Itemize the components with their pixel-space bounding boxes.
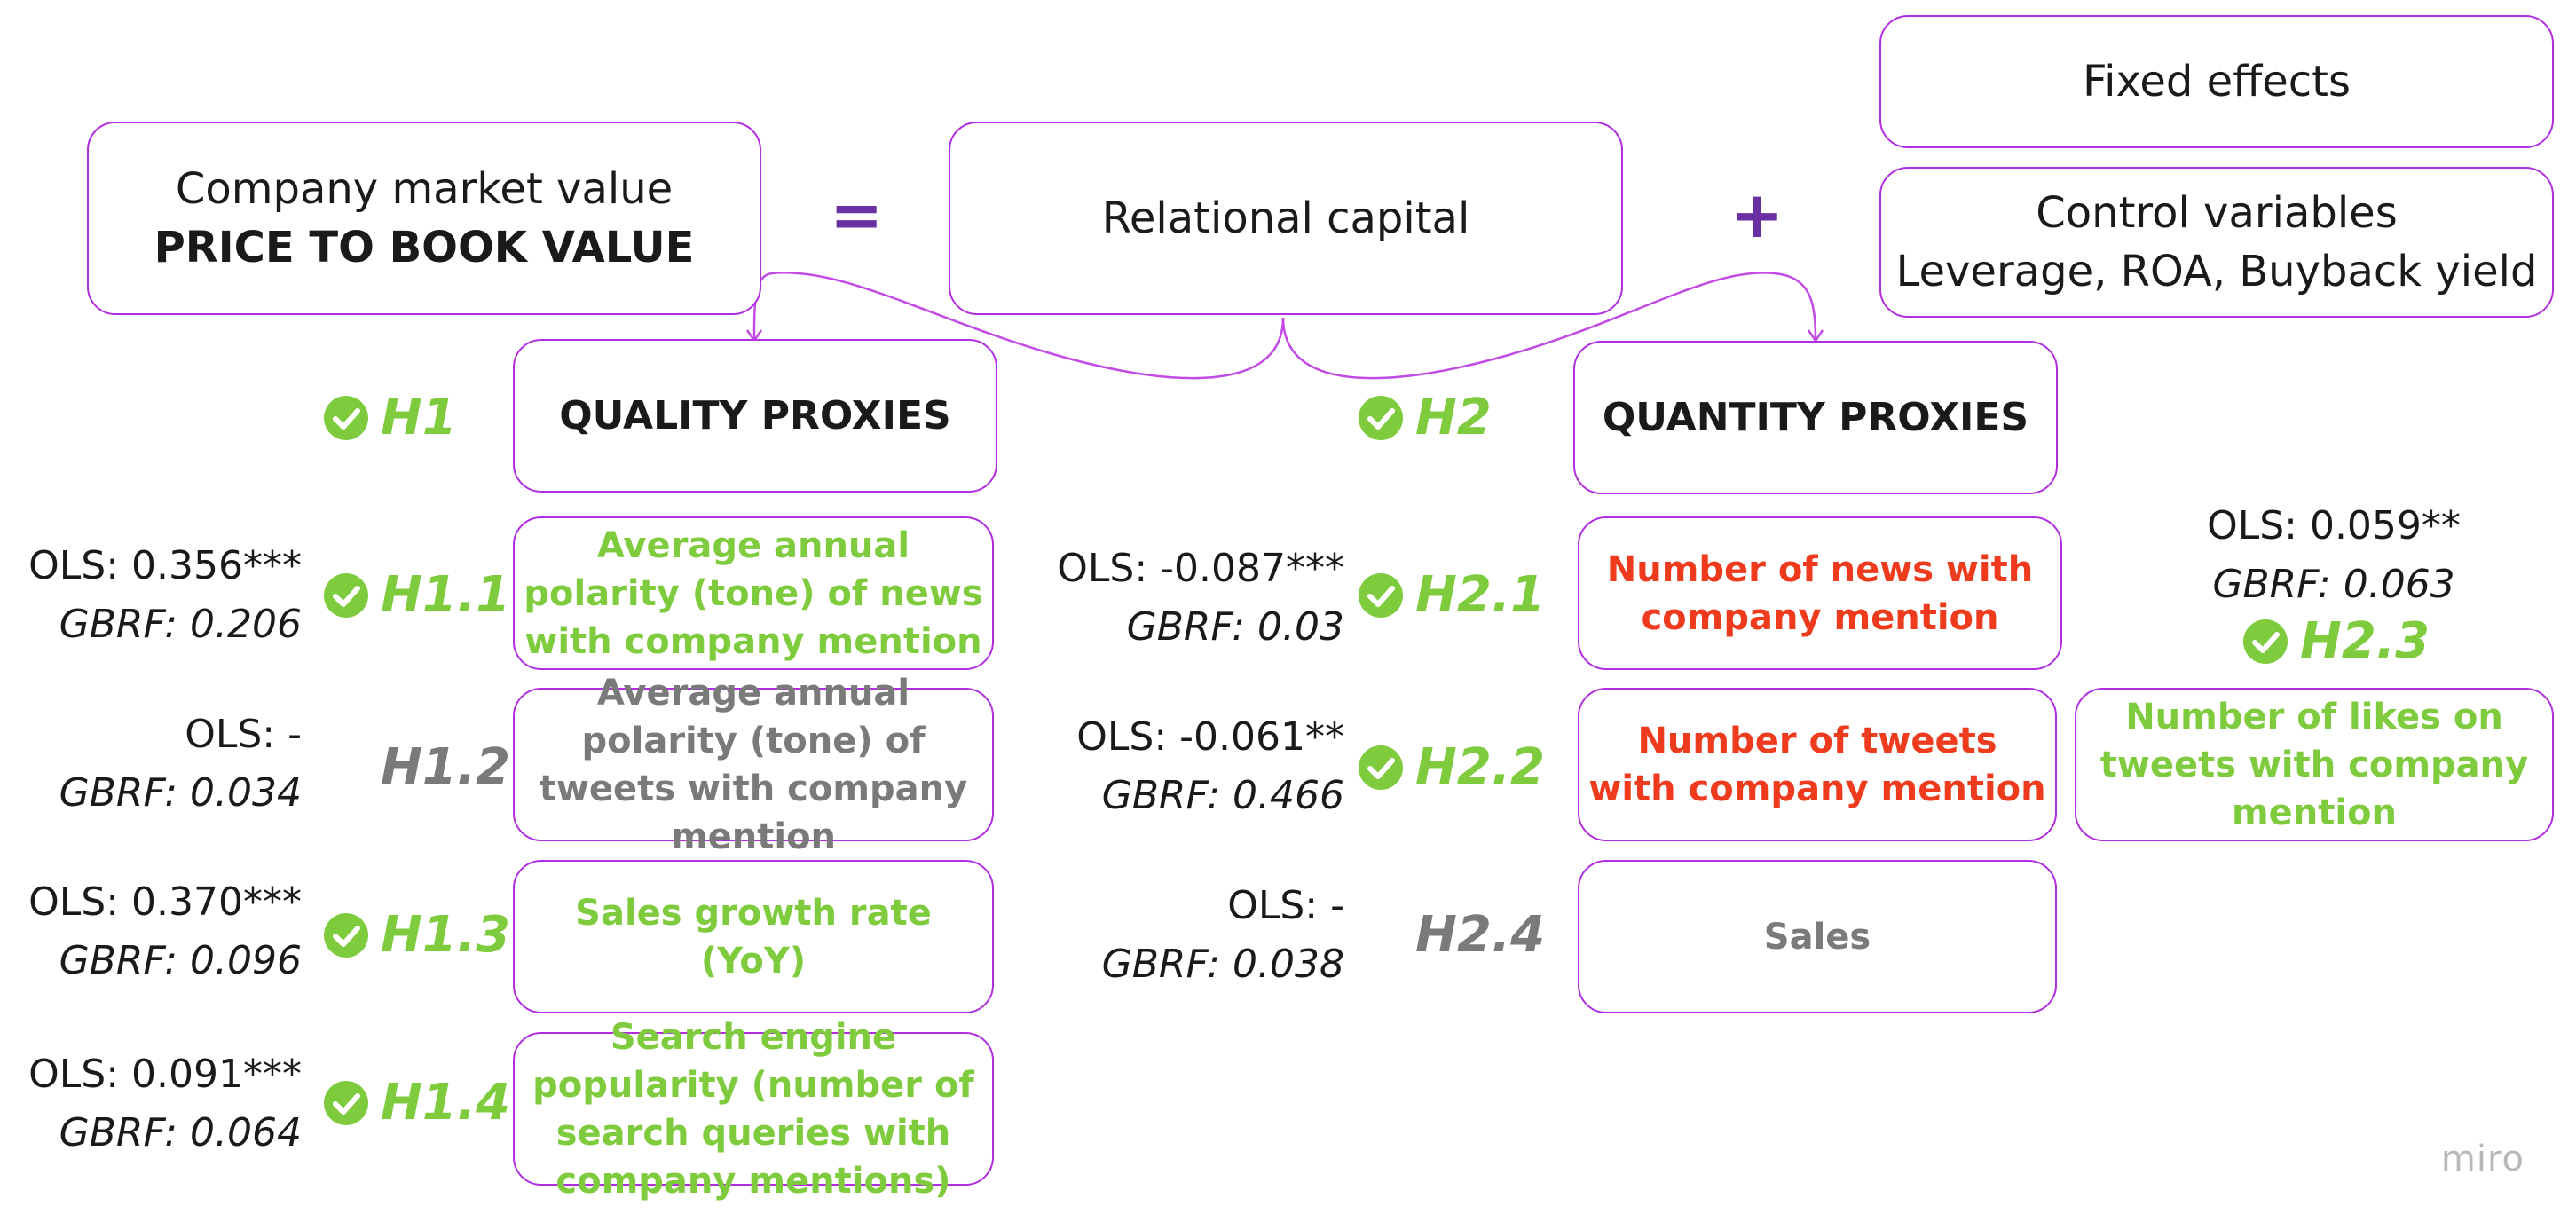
connector-to-quality [752, 272, 1285, 380]
hypothesis-h2: H2 [1359, 389, 1492, 446]
check-circle-icon [2243, 619, 2288, 664]
hypothesis-h1: H1 [324, 389, 457, 446]
control-variables-box: Control variables Leverage, ROA, Buyback… [1879, 167, 2554, 318]
quantity-proxies-box: QUANTITY PROXIES [1573, 341, 2058, 494]
h2-1-gbrf: GBRF: 0.03 [1126, 604, 1344, 650]
hypothesis-h1-1: H1.1 [324, 566, 510, 624]
proxy-tweet-count-label: Number of tweets with company mention [1588, 720, 2046, 809]
h2-3-ols: OLS: 0.059** [2207, 503, 2461, 548]
hypothesis-h1-2: H1.2 [381, 738, 510, 796]
miro-watermark: miro [2440, 1139, 2525, 1179]
h2-4-stats: OLS: - GBRF: 0.038 [1102, 877, 1344, 994]
hypothesis-h2-2-label: H2.2 [1415, 738, 1546, 796]
h1-2-stats: OLS: - GBRF: 0.034 [59, 706, 302, 823]
relational-capital-box: Relational capital [949, 122, 1623, 315]
hypothesis-h1-1-label: H1.1 [381, 566, 511, 624]
proxy-tweet-count: Number of tweets with company mention [1578, 688, 2057, 841]
h1-3-stats: OLS: 0.370*** GBRF: 0.096 [28, 873, 302, 990]
check-circle-icon [324, 1080, 368, 1125]
proxy-tweet-likes-label: Number of likes on tweets with company m… [2099, 696, 2529, 833]
hypothesis-h1-label: H1 [381, 389, 457, 446]
quantity-proxies-title: QUANTITY PROXIES [1602, 394, 2029, 440]
dependent-variable-measure: PRICE TO BOOK VALUE [154, 223, 695, 272]
proxy-news-count: Number of news with company mention [1578, 516, 2062, 670]
hypothesis-h1-3-label: H1.3 [381, 906, 511, 964]
proxy-sales-label: Sales [1763, 916, 1871, 958]
h1-4-gbrf: GBRF: 0.064 [59, 1110, 302, 1155]
relational-capital-label: Relational capital [1101, 193, 1470, 243]
hypothesis-h2-4-label: H2.4 [1415, 906, 1546, 964]
connector-to-quantity [1281, 272, 1817, 380]
check-circle-icon [324, 572, 368, 618]
hypothesis-h2-label: H2 [1415, 389, 1492, 446]
proxy-tweet-likes: Number of likes on tweets with company m… [2075, 688, 2554, 841]
hypothesis-h1-4-label: H1.4 [381, 1074, 511, 1131]
h2-3-stats: OLS: 0.059** GBRF: 0.063 [2174, 497, 2493, 614]
proxy-news-count-label: Number of news with company mention [1606, 548, 2034, 638]
h2-2-ols: OLS: -0.061** [1076, 714, 1344, 760]
hypothesis-h2-4: H2.4 [1415, 906, 1545, 964]
hypothesis-h2-1: H2.1 [1359, 566, 1545, 624]
dependent-variable-box: Company market value PRICE TO BOOK VALUE [87, 122, 761, 315]
h1-4-ols: OLS: 0.091*** [28, 1052, 302, 1097]
proxy-sales: Sales [1578, 860, 2057, 1013]
proxy-sales-growth: Sales growth rate (YoY) [513, 860, 994, 1013]
hypothesis-h1-4: H1.4 [324, 1074, 510, 1131]
hypothesis-h2-1-label: H2.1 [1415, 566, 1546, 624]
proxy-news-polarity: Average annual polarity (tone) of news w… [513, 516, 994, 670]
h1-1-ols: OLS: 0.356*** [28, 543, 302, 588]
h2-4-ols: OLS: - [1227, 883, 1344, 928]
h1-1-stats: OLS: 0.356*** GBRF: 0.206 [28, 537, 302, 654]
h1-3-gbrf: GBRF: 0.096 [59, 938, 302, 983]
h2-2-gbrf: GBRF: 0.466 [1101, 773, 1344, 818]
control-variables-list: Leverage, ROA, Buyback yield [1895, 247, 2538, 296]
fixed-effects-box: Fixed effects [1879, 15, 2554, 148]
dependent-variable-label: Company market value [175, 164, 674, 214]
check-circle-icon [1359, 745, 1403, 790]
check-circle-icon [1359, 395, 1403, 440]
check-circle-icon [324, 912, 368, 958]
plus-sign: + [1730, 177, 1784, 252]
proxy-news-polarity-label: Average annual polarity (tone) of news w… [524, 524, 983, 662]
h1-3-ols: OLS: 0.370*** [28, 879, 302, 925]
proxy-tweet-polarity-label: Average annual polarity (tone) of tweets… [539, 672, 968, 857]
quality-proxies-box: QUALITY PROXIES [513, 339, 997, 493]
h2-3-gbrf: GBRF: 0.063 [2212, 562, 2455, 607]
fixed-effects-label: Fixed effects [2083, 57, 2351, 106]
hypothesis-h1-3: H1.3 [324, 906, 510, 964]
hypothesis-h1-2-label: H1.2 [381, 738, 511, 796]
proxy-sales-growth-label: Sales growth rate (YoY) [575, 892, 932, 982]
quality-proxies-title: QUALITY PROXIES [559, 392, 951, 438]
hypothesis-h2-3: H2.3 [2243, 612, 2430, 670]
h2-4-gbrf: GBRF: 0.038 [1101, 942, 1344, 987]
hypothesis-h2-2: H2.2 [1359, 738, 1545, 796]
h2-2-stats: OLS: -0.061** GBRF: 0.466 [1076, 708, 1344, 825]
h1-1-gbrf: GBRF: 0.206 [59, 602, 302, 647]
h2-1-ols: OLS: -0.087*** [1057, 546, 1344, 591]
control-variables-label: Control variables [2036, 188, 2398, 238]
proxy-search-popularity: Search engine popularity (number of sear… [513, 1017, 994, 1202]
h1-4-stats: OLS: 0.091*** GBRF: 0.064 [28, 1045, 302, 1163]
check-circle-icon [1359, 572, 1403, 618]
h2-1-stats: OLS: -0.087*** GBRF: 0.03 [1057, 540, 1344, 657]
h1-2-ols: OLS: - [185, 712, 302, 757]
proxy-tweet-polarity: Average annual polarity (tone) of tweets… [513, 673, 994, 857]
check-circle-icon [324, 395, 368, 440]
proxy-search-popularity-label: Search engine popularity (number of sear… [532, 1016, 974, 1202]
hypothesis-h2-3-label: H2.3 [2300, 612, 2430, 670]
equals-sign: = [830, 177, 884, 252]
h1-2-gbrf: GBRF: 0.034 [59, 770, 302, 816]
